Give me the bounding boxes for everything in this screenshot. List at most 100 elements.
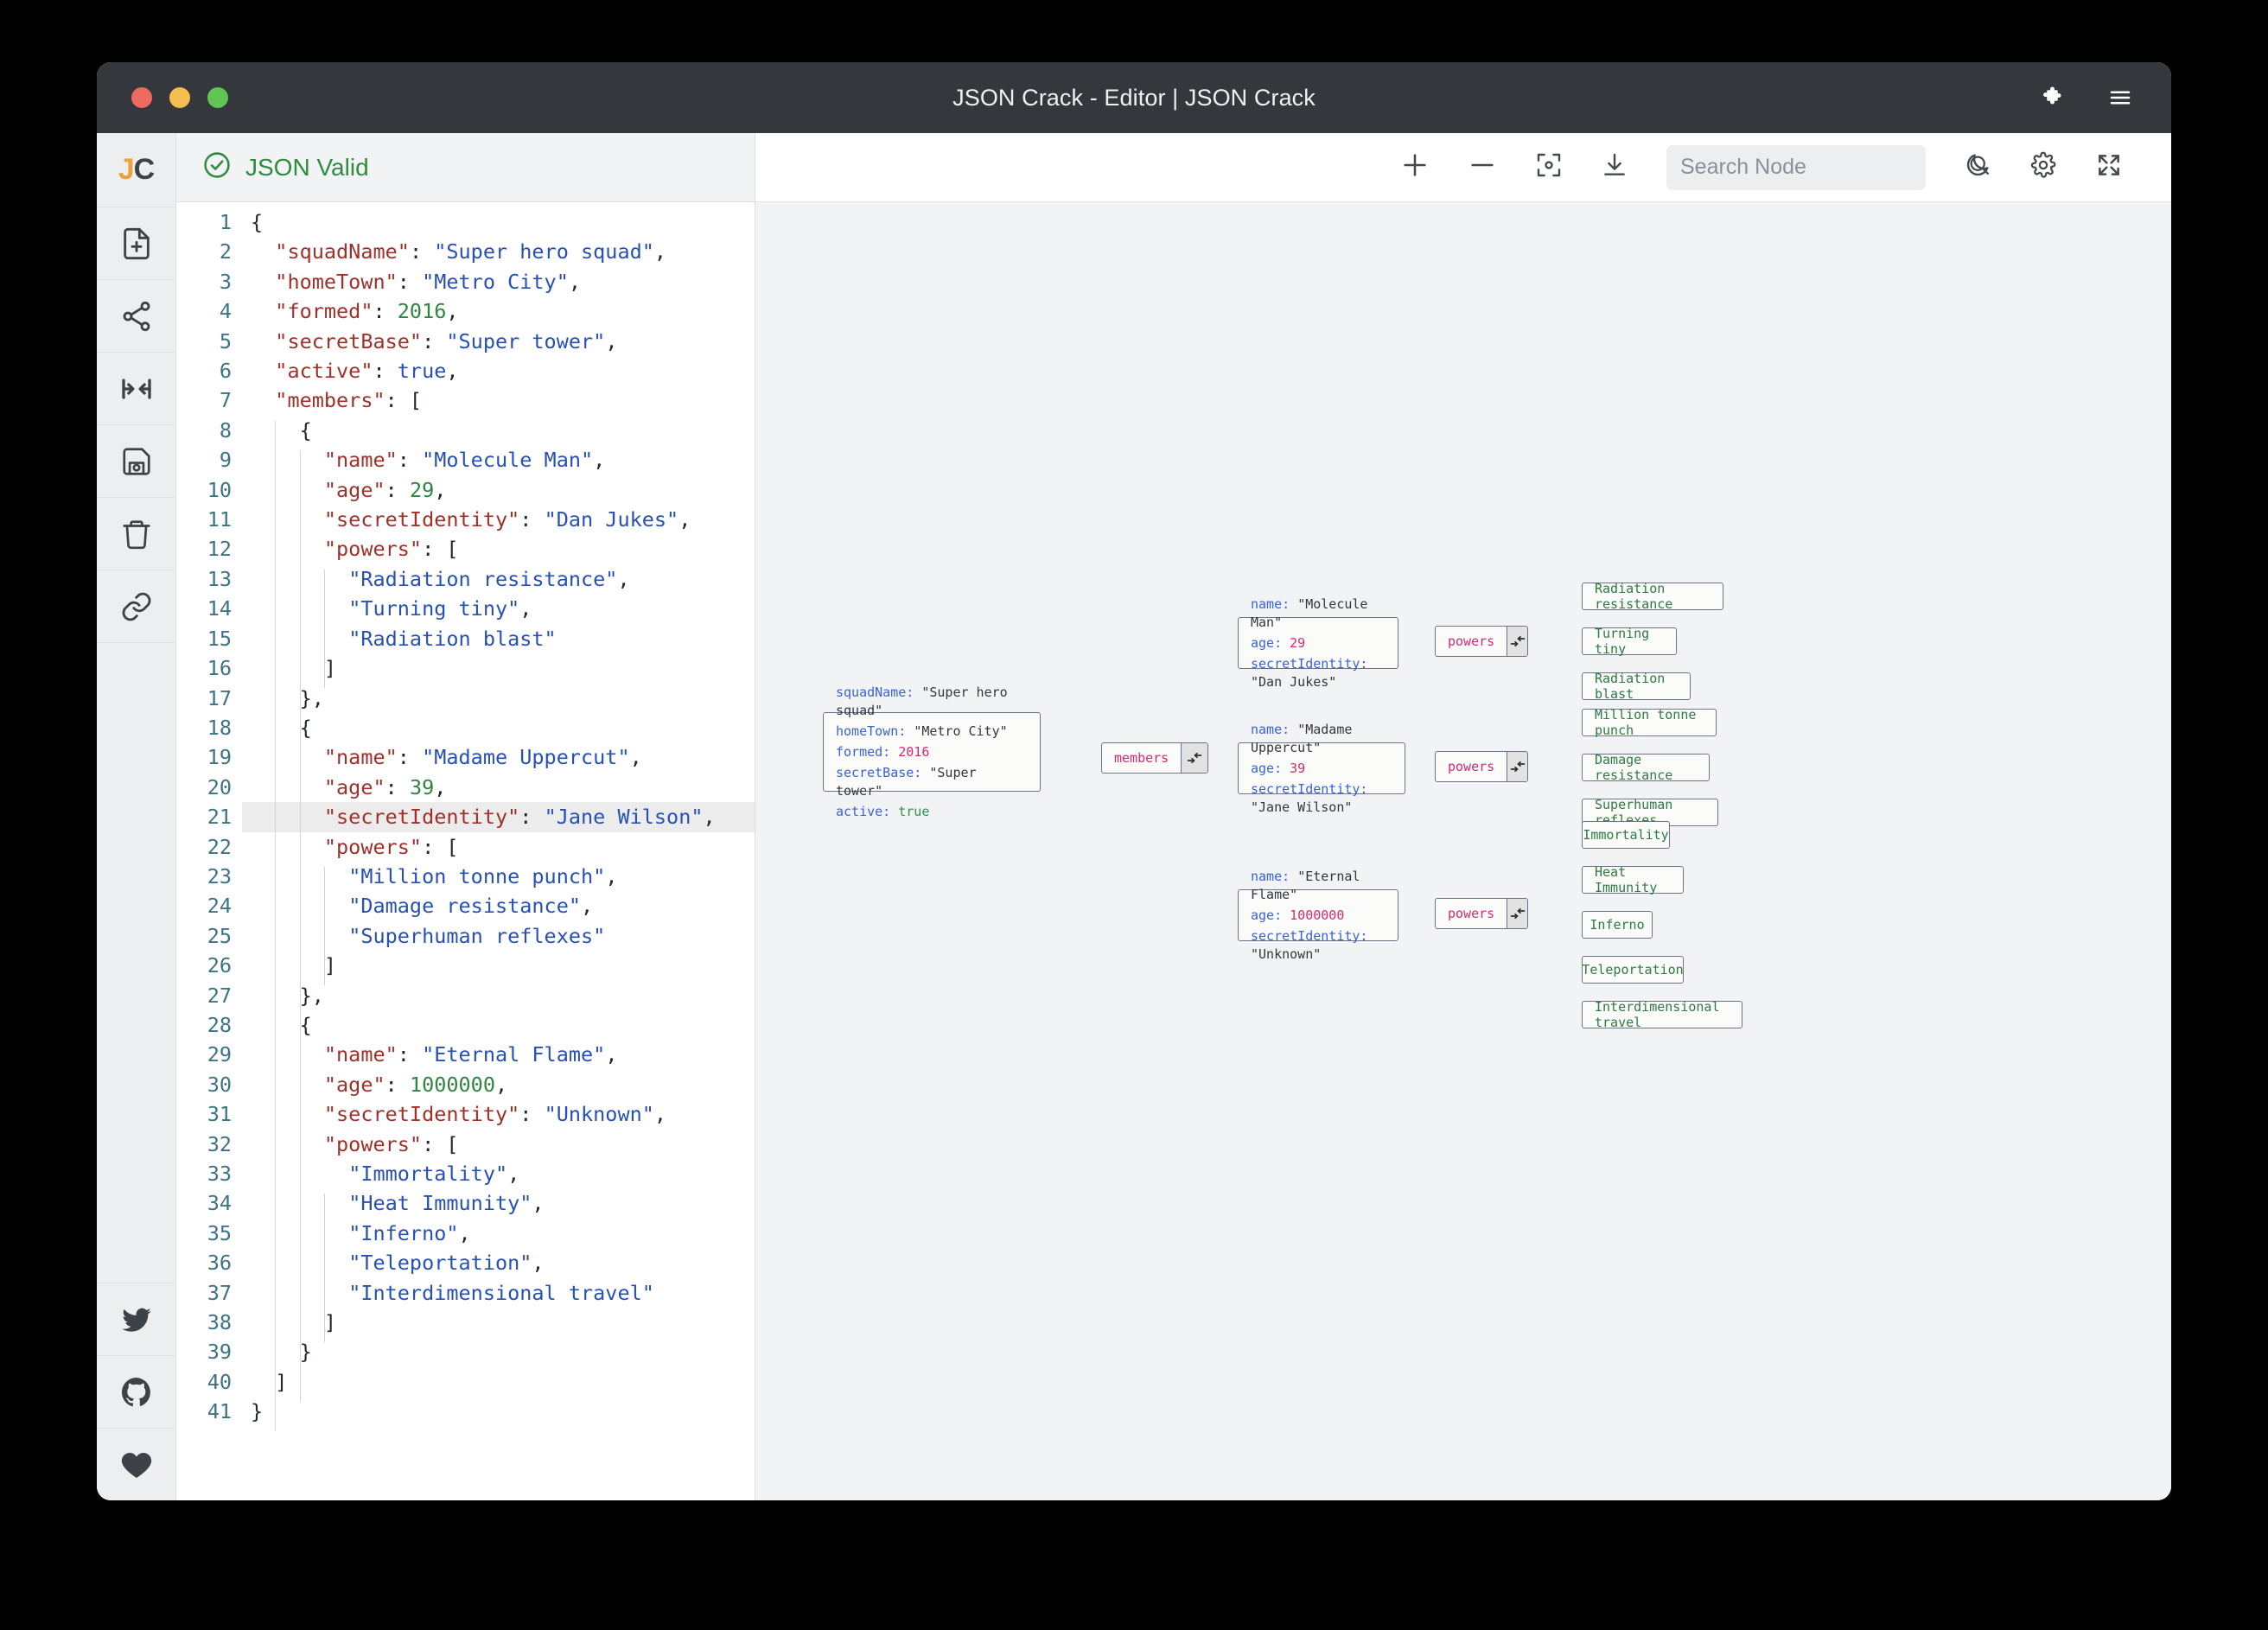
collapse-node-button[interactable] bbox=[1507, 627, 1527, 656]
code-line[interactable]: "Million tonne punch", bbox=[242, 862, 755, 891]
minimize-window-button[interactable] bbox=[169, 87, 190, 108]
code-line[interactable]: "Teleportation", bbox=[242, 1248, 755, 1277]
code-content[interactable]: { "squadName": "Super hero squad", "home… bbox=[242, 207, 755, 1500]
heart-icon[interactable] bbox=[97, 1428, 176, 1500]
graph-parent-node[interactable]: powers bbox=[1435, 898, 1528, 929]
close-window-button[interactable] bbox=[131, 87, 152, 108]
graph-leaf-node[interactable]: Heat Immunity bbox=[1582, 864, 1684, 895]
code-line[interactable]: "Superhuman reflexes" bbox=[242, 921, 755, 951]
moon-icon[interactable] bbox=[1964, 151, 1991, 183]
graph-parent-node[interactable]: members bbox=[1101, 742, 1208, 774]
code-line[interactable]: } bbox=[242, 1337, 755, 1366]
puzzle-piece-icon[interactable] bbox=[2042, 85, 2067, 111]
code-line[interactable]: { bbox=[242, 207, 755, 237]
gear-icon[interactable] bbox=[2029, 151, 2057, 183]
code-line[interactable]: "Immortality", bbox=[242, 1159, 755, 1188]
code-line[interactable]: } bbox=[242, 1397, 755, 1426]
code-line[interactable]: "secretIdentity": "Unknown", bbox=[242, 1099, 755, 1129]
code-line[interactable]: "secretBase": "Super tower", bbox=[242, 327, 755, 356]
graph-leaf-label: Interdimensional travel bbox=[1595, 999, 1720, 1030]
collapse-node-button[interactable] bbox=[1507, 752, 1527, 781]
delete-icon[interactable] bbox=[97, 498, 176, 570]
code-line[interactable]: "name": "Molecule Man", bbox=[242, 445, 755, 474]
code-line[interactable]: "powers": [ bbox=[242, 534, 755, 563]
code-line[interactable]: "Radiation blast" bbox=[242, 624, 755, 653]
line-number: 12 bbox=[207, 537, 232, 562]
save-icon[interactable] bbox=[97, 425, 176, 498]
center-view-icon[interactable] bbox=[1535, 151, 1563, 183]
code-line[interactable]: "age": 29, bbox=[242, 475, 755, 505]
line-number: 16 bbox=[207, 656, 232, 681]
zoom-out-icon[interactable] bbox=[1468, 150, 1497, 184]
code-token-pun: : bbox=[397, 745, 423, 770]
code-line[interactable]: }, bbox=[242, 981, 755, 1010]
code-line[interactable]: ] bbox=[242, 951, 755, 980]
new-document-icon[interactable] bbox=[97, 207, 176, 280]
code-line[interactable]: "Radiation resistance", bbox=[242, 564, 755, 594]
code-token-key: "name" bbox=[323, 448, 398, 473]
collapse-horizontal-icon[interactable] bbox=[97, 353, 176, 425]
graph-leaf-node[interactable]: Million tonne punch bbox=[1582, 707, 1717, 738]
code-line[interactable]: "homeTown": "Metro City", bbox=[242, 267, 755, 296]
code-line[interactable]: ] bbox=[242, 653, 755, 683]
twitter-icon[interactable] bbox=[97, 1283, 176, 1355]
code-line[interactable]: "age": 1000000, bbox=[242, 1070, 755, 1099]
hamburger-menu-icon[interactable] bbox=[2107, 85, 2133, 111]
graph-leaf-node[interactable]: Damage resistance bbox=[1582, 752, 1710, 783]
code-line[interactable]: }, bbox=[242, 684, 755, 713]
graph-share-icon[interactable] bbox=[97, 280, 176, 353]
graph-leaf-node[interactable]: Turning tiny bbox=[1582, 626, 1677, 657]
graph-parent-node[interactable]: powers bbox=[1435, 626, 1528, 657]
code-line[interactable]: "Damage resistance", bbox=[242, 891, 755, 920]
maximize-window-button[interactable] bbox=[207, 87, 228, 108]
code-line[interactable]: "Interdimensional travel" bbox=[242, 1278, 755, 1308]
github-icon[interactable] bbox=[97, 1355, 176, 1428]
line-number: 9 bbox=[219, 448, 232, 473]
search-node-box[interactable] bbox=[1666, 144, 1990, 190]
code-line[interactable]: "Turning tiny", bbox=[242, 594, 755, 623]
code-line[interactable]: { bbox=[242, 713, 755, 742]
collapse-node-button[interactable] bbox=[1507, 899, 1527, 928]
code-line[interactable]: "Heat Immunity", bbox=[242, 1188, 755, 1218]
graph-leaf-node[interactable]: Immortality bbox=[1582, 821, 1670, 849]
code-token-pun: : bbox=[373, 359, 398, 384]
graph-canvas[interactable]: squadName: "Super hero squad"homeTown: "… bbox=[755, 202, 2171, 1500]
download-icon[interactable] bbox=[1601, 151, 1628, 183]
graph-leaf-node[interactable]: Radiation resistance bbox=[1582, 581, 1723, 612]
fullscreen-icon[interactable] bbox=[2095, 151, 2123, 183]
graph-leaf-node[interactable]: Inferno bbox=[1582, 911, 1653, 939]
code-line[interactable]: { bbox=[242, 416, 755, 445]
graph-leaf-node[interactable]: Interdimensional travel bbox=[1582, 999, 1742, 1030]
code-line[interactable]: ] bbox=[242, 1308, 755, 1337]
code-line[interactable]: { bbox=[242, 1010, 755, 1040]
graph-node-row: name: "Madame Uppercut" bbox=[1251, 721, 1392, 757]
zoom-in-icon[interactable] bbox=[1400, 150, 1430, 184]
collapse-node-button[interactable] bbox=[1181, 743, 1207, 773]
code-line[interactable]: "formed": 2016, bbox=[242, 296, 755, 326]
code-line[interactable]: "Inferno", bbox=[242, 1219, 755, 1248]
code-line[interactable]: "name": "Madame Uppercut", bbox=[242, 742, 755, 772]
code-line[interactable]: "age": 39, bbox=[242, 773, 755, 802]
code-line[interactable]: "secretIdentity": "Dan Jukes", bbox=[242, 505, 755, 534]
code-token-pun: : bbox=[385, 774, 410, 799]
code-line[interactable]: "name": "Eternal Flame", bbox=[242, 1040, 755, 1069]
jsoncrack-logo[interactable]: JC bbox=[97, 133, 176, 207]
code-line[interactable]: "active": true, bbox=[242, 356, 755, 385]
graph-leaf-node[interactable]: Radiation blast bbox=[1582, 671, 1691, 702]
graph-parent-label: powers bbox=[1448, 759, 1495, 774]
code-line[interactable]: "powers": [ bbox=[242, 1130, 755, 1159]
code-line[interactable]: "members": [ bbox=[242, 385, 755, 415]
code-line[interactable]: ] bbox=[242, 1367, 755, 1397]
code-line[interactable]: "powers": [ bbox=[242, 832, 755, 862]
graph-parent-node[interactable]: powers bbox=[1435, 751, 1528, 782]
link-icon[interactable] bbox=[97, 570, 176, 643]
search-input[interactable] bbox=[1680, 155, 1959, 180]
graph-object-node[interactable]: squadName: "Super hero squad"homeTown: "… bbox=[823, 684, 1041, 819]
graph-leaf-node[interactable]: Teleportation bbox=[1582, 956, 1684, 984]
code-line[interactable]: "secretIdentity": "Jane Wilson", bbox=[242, 802, 755, 832]
code-line[interactable]: "squadName": "Super hero squad", bbox=[242, 237, 755, 266]
